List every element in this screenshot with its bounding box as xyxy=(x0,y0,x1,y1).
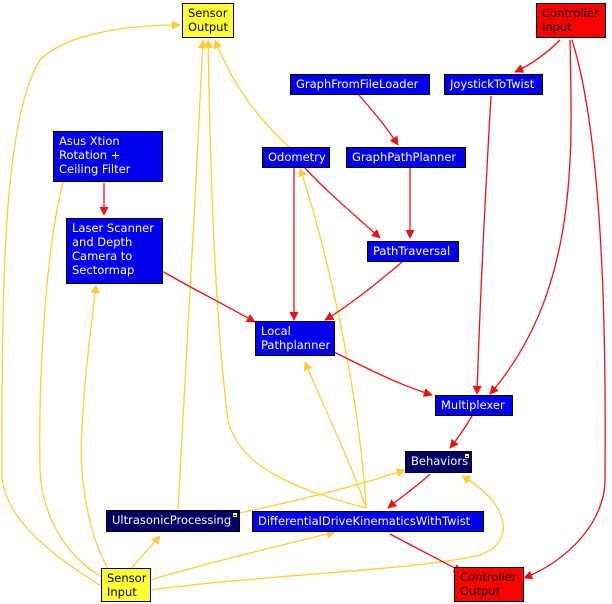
edge-multiplexer-behaviors xyxy=(449,415,473,449)
node-label-line: Laser Scanner xyxy=(72,221,154,235)
node-label-line: PathTraversal xyxy=(373,244,451,258)
edge-controllerinput-joystick xyxy=(514,39,561,73)
node-label-line: Output xyxy=(188,20,228,34)
node-label-line: Asus Xtion xyxy=(59,134,120,148)
edge-controllerinput-controlleroutput xyxy=(523,39,606,580)
node-differential-drive[interactable]: DifferentialDriveKinematicsWithTwist xyxy=(252,511,484,532)
node-label-line: Sensor xyxy=(188,6,228,20)
edge-odometry-pathtraversal xyxy=(304,167,381,239)
edge-diffdrive-odometry xyxy=(298,167,367,509)
node-label-line: JoystickToTwist xyxy=(450,77,535,91)
edge-localpp-multiplexer xyxy=(333,351,433,397)
edge-sensorinput-laser xyxy=(80,284,111,573)
edge-behaviors-diffdrive xyxy=(387,473,431,509)
node-sensor-input[interactable]: Sensor Input xyxy=(101,568,151,602)
node-label-line: GraphFromFileLoader xyxy=(296,77,419,91)
node-label-line: Output xyxy=(460,584,500,598)
node-laser-scanner[interactable]: Laser Scanner and Depth Camera to Sector… xyxy=(66,218,163,284)
edge-sensorinput-sensoroutput xyxy=(1,20,181,589)
node-label-line: Input xyxy=(542,20,572,34)
edge-diffdrive-sensoroutput xyxy=(203,39,367,509)
node-label-line: Camera to xyxy=(72,249,133,263)
node-graph-from-file-loader[interactable]: GraphFromFileLoader xyxy=(290,74,430,95)
node-label-line: Odometry xyxy=(268,150,326,164)
edge-laser-localpp xyxy=(159,269,256,323)
node-sensor-output[interactable]: Sensor Output xyxy=(182,3,234,38)
edge-sensorinput-behaviors xyxy=(149,475,504,591)
node-label-line: Rotation + xyxy=(59,148,121,162)
node-label-line: Multiplexer xyxy=(441,398,505,412)
node-label-line: Pathplanner xyxy=(261,338,331,352)
node-controller-output[interactable]: Controller Output xyxy=(454,567,524,602)
edge-pathtraversal-localpp xyxy=(324,261,403,321)
node-label-line: Input xyxy=(107,585,137,599)
node-graph-path-planner[interactable]: GraphPathPlanner xyxy=(346,147,466,168)
edge-ultrasonic-behaviors xyxy=(239,468,406,514)
node-label-line: Sensor xyxy=(107,571,147,585)
edge-diffdrive-localpp xyxy=(303,361,367,509)
node-label-line: Ceiling Filter xyxy=(59,162,131,176)
node-local-pathplanner[interactable]: Local Pathplanner xyxy=(255,321,335,356)
node-ultrasonic-processing[interactable]: UltrasonicProcessing xyxy=(106,510,240,532)
node-label-line: Local xyxy=(261,324,291,338)
node-label-line: UltrasonicProcessing xyxy=(112,513,232,527)
edge-joystick-multiplexer xyxy=(472,95,492,395)
node-joystick-to-twist[interactable]: JoystickToTwist xyxy=(444,74,543,95)
expand-icon[interactable] xyxy=(232,512,238,518)
expand-icon[interactable] xyxy=(464,453,470,459)
node-label-line: Behaviors xyxy=(411,454,469,468)
node-label-line: and Depth xyxy=(72,235,133,249)
edge-sensorinput-asus xyxy=(39,171,105,579)
node-label-line: Controller xyxy=(542,6,599,20)
edge-odometry-sensoroutput xyxy=(213,39,291,149)
node-odometry[interactable]: Odometry xyxy=(262,147,330,168)
node-label-line: GraphPathPlanner xyxy=(352,150,457,164)
edge-sensorinput-diffdrive xyxy=(149,529,336,581)
node-label-line: Sectormap xyxy=(72,263,135,277)
node-behaviors[interactable]: Behaviors xyxy=(405,451,472,473)
node-multiplexer[interactable]: Multiplexer xyxy=(435,395,513,416)
node-label-line: Controller xyxy=(460,570,517,584)
edge-controllerinput-multiplexer xyxy=(489,39,572,395)
node-label-line: DifferentialDriveKinematicsWithTwist xyxy=(258,514,471,528)
node-path-traversal[interactable]: PathTraversal xyxy=(367,241,459,262)
node-controller-input[interactable]: Controller Input xyxy=(536,3,606,38)
node-asus-xtion[interactable]: Asus Xtion Rotation + Ceiling Filter xyxy=(53,131,163,182)
edge-sensorinput-ultrasonic xyxy=(129,535,161,571)
edge-ultrasonic-sensoroutput xyxy=(177,39,208,511)
edge-graphloader-graphplanner xyxy=(357,93,399,146)
